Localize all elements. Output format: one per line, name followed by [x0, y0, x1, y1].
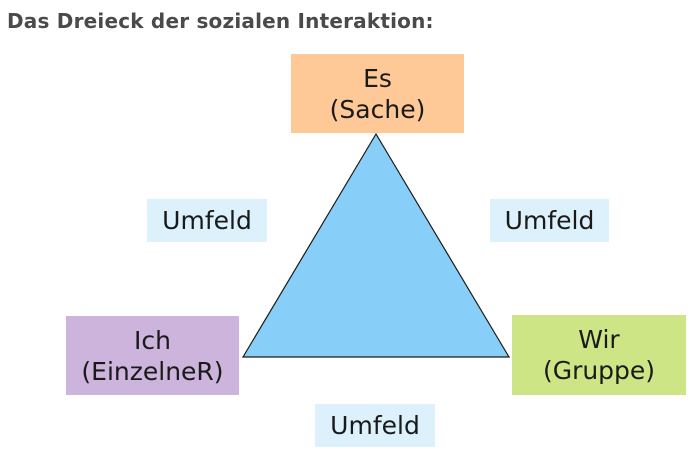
- node-es-label: Es: [363, 63, 392, 93]
- node-es-sublabel: (Sache): [329, 94, 426, 124]
- node-wir-label: Wir: [578, 325, 620, 354]
- umfeld-right: Umfeld: [490, 199, 609, 242]
- triangle-shape: [241, 132, 511, 358]
- umfeld-bottom: Umfeld: [315, 404, 435, 447]
- node-ich-sublabel: (EinzelneR): [81, 356, 224, 386]
- node-wir-sublabel: (Gruppe): [542, 356, 656, 385]
- umfeld-left: Umfeld: [147, 199, 267, 242]
- diagram-title: Das Dreieck der sozialen Interaktion:: [7, 9, 434, 33]
- node-wir: Wir (Gruppe): [512, 315, 686, 395]
- node-es: Es (Sache): [291, 54, 464, 133]
- node-ich-label: Ich: [134, 325, 171, 355]
- node-ich: Ich (EinzelneR): [66, 316, 239, 395]
